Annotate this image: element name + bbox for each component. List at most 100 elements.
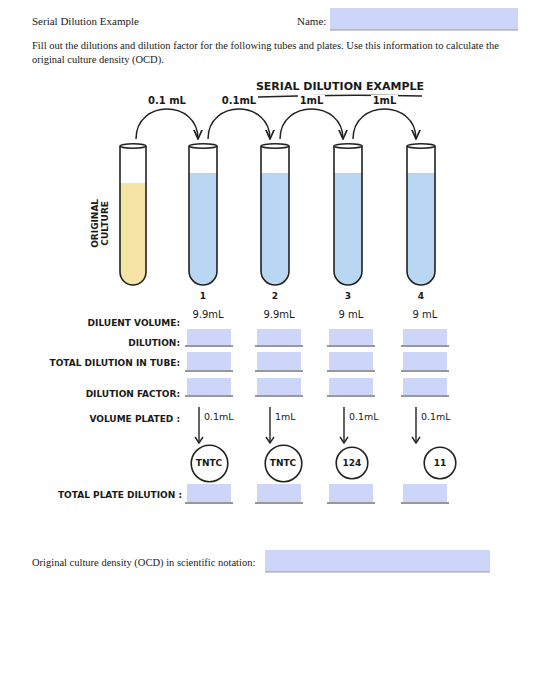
test-tube: ORIGINAL CULTURE [82,143,148,289]
field-label: Name: [297,15,337,28]
tube-number: 1 [186,291,220,301]
answer-underline [185,396,233,397]
answer-box [403,378,447,395]
answer-underline [327,371,375,372]
answer-underline [185,346,233,347]
transfer-arrow [353,109,416,139]
plate-circle [265,445,302,482]
answer-underline [185,503,233,504]
diluent-value: 9 mL [401,309,449,321]
petri-plate: TNTC [190,444,229,483]
plate-arrow-head [195,437,203,443]
plate-arrow-line [415,407,416,443]
petri-plate: 124 [335,446,369,480]
ocd-field [265,550,490,572]
answer-underline [255,346,303,347]
tube-rim [334,144,362,148]
row-label: VOLUME PLATED : [30,414,180,425]
tube-outline [404,143,438,307]
answer-box [257,329,301,345]
diluent-value: 9 mL [327,309,375,321]
plate-arrow-head [340,437,348,443]
test-tube: 1 [186,143,220,307]
answer-box [329,378,373,395]
test-tube: 3 [331,143,365,307]
transfer-volume: 0.1mL [220,95,259,106]
row-label: DILUTION FACTOR: [30,389,180,400]
transfer-arrow [136,109,198,139]
ocd-label: Original culture density (OCD) in scient… [32,557,264,570]
answer-underline [327,503,375,504]
volume-plated: 0.1mL [421,411,461,422]
field-underline [265,572,490,573]
plate-arrow-line [269,407,270,443]
test-tube: 4 [404,143,438,307]
plate-arrow-head [266,437,274,443]
colony-count: TNTC [270,458,296,468]
instruction-text: Fill out the dilutions and dilution fact… [32,39,524,67]
plate-arrow-head [412,437,420,443]
tube-liquid [334,173,362,285]
transfer-arrow [208,109,270,139]
volume-plated: 0.1mL [204,411,244,422]
tube-liquid [407,173,435,285]
row-label: TOTAL DILUTION IN TUBE: [40,358,180,369]
tube-wall [120,146,146,285]
colony-count: TNTC [196,458,222,468]
tube-wall [407,146,435,285]
field-underline [330,30,518,31]
answer-boxes [185,329,449,503]
answer-underline [327,346,375,347]
volume-plated: 1mL [275,411,315,422]
answer-box [403,329,447,345]
answer-box [187,484,231,502]
answer-box [329,329,373,345]
answer-box [257,378,301,395]
colony-count: 11 [434,458,447,468]
tube-rim [407,144,435,148]
drawing-title: SERIAL DILUTION EXAMPLE [240,80,440,93]
tube-rim [189,144,217,148]
row-label: DILUTION: [30,338,180,349]
petri-plate: 11 [423,446,457,480]
tube-number: 2 [258,291,292,301]
test-tube: 2 [258,143,292,307]
answer-underline [255,396,303,397]
answer-box [187,329,231,345]
answer-underline [255,371,303,372]
tube-number: 4 [404,291,438,301]
culture-label: ORIGINAL CULTURE [90,192,111,254]
tube-liquid [261,173,289,285]
tube-liquid [120,183,146,285]
answer-box [257,484,301,502]
tube-wall [261,146,289,285]
tube-number: 3 [331,291,365,301]
transfer-volume: 1mL [298,95,326,106]
tube-outline [186,143,220,307]
answer-box [329,352,373,370]
volume-plated: 0.1mL [349,411,389,422]
page-header: Serial Dilution Example [32,15,139,27]
row-label: DILUENT VOLUME: [30,318,180,329]
tube-rim [120,144,146,148]
tube-wall [189,146,217,285]
plate-circle [191,445,228,482]
answer-box [403,484,447,502]
answer-box [257,352,301,370]
diluent-value: 9.9mL [255,309,303,321]
diluent-value: 9.9mL [184,309,232,321]
answer-underline [401,396,449,397]
tube-outline [258,143,292,307]
transfer-arrow [280,109,343,139]
answer-underline [401,503,449,504]
plate-arrow-line [198,407,199,443]
answer-underline [255,503,303,504]
answer-underline [401,346,449,347]
plate-arrows [195,407,420,443]
answer-box [187,352,231,370]
tube-wall [334,146,362,285]
name-field [330,8,518,30]
answer-box [329,484,373,502]
